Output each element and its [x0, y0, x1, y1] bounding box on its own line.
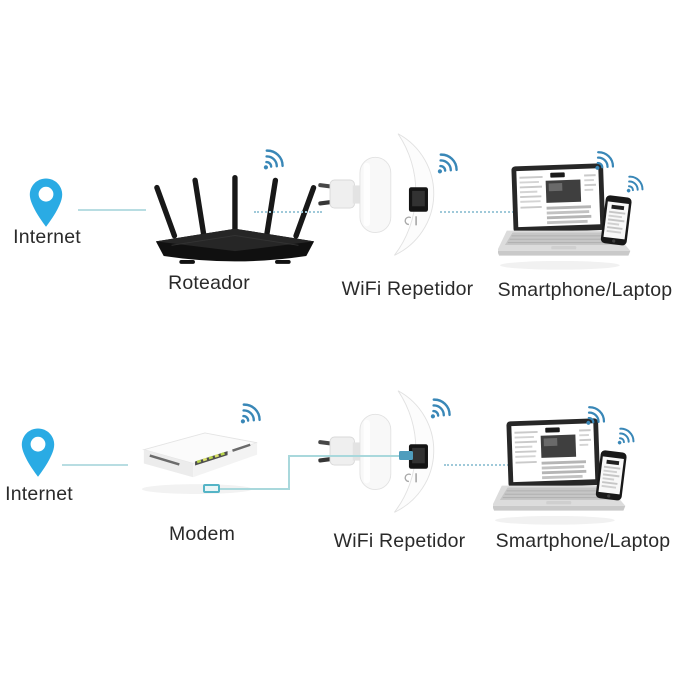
- wifi-signal-icon: [575, 396, 615, 436]
- internet-node: [20, 427, 56, 479]
- wifi-signal-icon: [584, 141, 624, 181]
- ethernet-cable-segment: [289, 455, 403, 457]
- clients-label: Smartphone/Laptop: [497, 279, 673, 301]
- wifi-signal-icon: [252, 139, 294, 181]
- repeater-node: [318, 388, 440, 515]
- laptop-smartphone-image: [493, 418, 627, 525]
- wireless-router-image: [154, 175, 317, 264]
- ethernet-cable-segment: [288, 455, 290, 490]
- link-repeater-clients: [444, 464, 513, 466]
- wifi-signal-icon: [608, 419, 643, 454]
- clients-node: [498, 163, 643, 274]
- repeater-label: WiFi Repetidor: [333, 530, 466, 552]
- router-label: Roteador: [168, 272, 250, 294]
- ethernet-plug-repeater: [399, 451, 413, 460]
- modem-image: [141, 432, 258, 494]
- ethernet-cable-segment: [220, 488, 290, 490]
- link-repeater-clients: [440, 211, 514, 213]
- router-node: [152, 168, 318, 266]
- wifi-signal-icon: [419, 388, 461, 430]
- wifi-repeater-image: [318, 133, 435, 256]
- modem-label: Modem: [168, 523, 236, 545]
- laptop-smartphone-image: [498, 163, 632, 270]
- clients-label: Smartphone/Laptop: [495, 530, 671, 552]
- link-internet-router: [78, 209, 146, 211]
- wifi-signal-icon: [617, 167, 652, 202]
- clients-node: [493, 418, 638, 529]
- wifi-repeater-image: [318, 390, 435, 513]
- wifi-signal-icon: [426, 143, 468, 185]
- location-pin-icon: [21, 428, 55, 477]
- ethernet-plug-modem: [203, 484, 220, 493]
- link-internet-modem: [62, 464, 128, 466]
- internet-node: [28, 177, 64, 229]
- repeater-node: [318, 131, 440, 258]
- modem-node: [136, 426, 264, 497]
- repeater-label: WiFi Repetidor: [341, 278, 474, 300]
- internet-label: Internet: [13, 226, 81, 248]
- wifi-signal-icon: [229, 393, 271, 435]
- internet-label: Internet: [5, 483, 73, 505]
- location-pin-icon: [29, 178, 63, 227]
- link-router-repeater: [254, 211, 322, 213]
